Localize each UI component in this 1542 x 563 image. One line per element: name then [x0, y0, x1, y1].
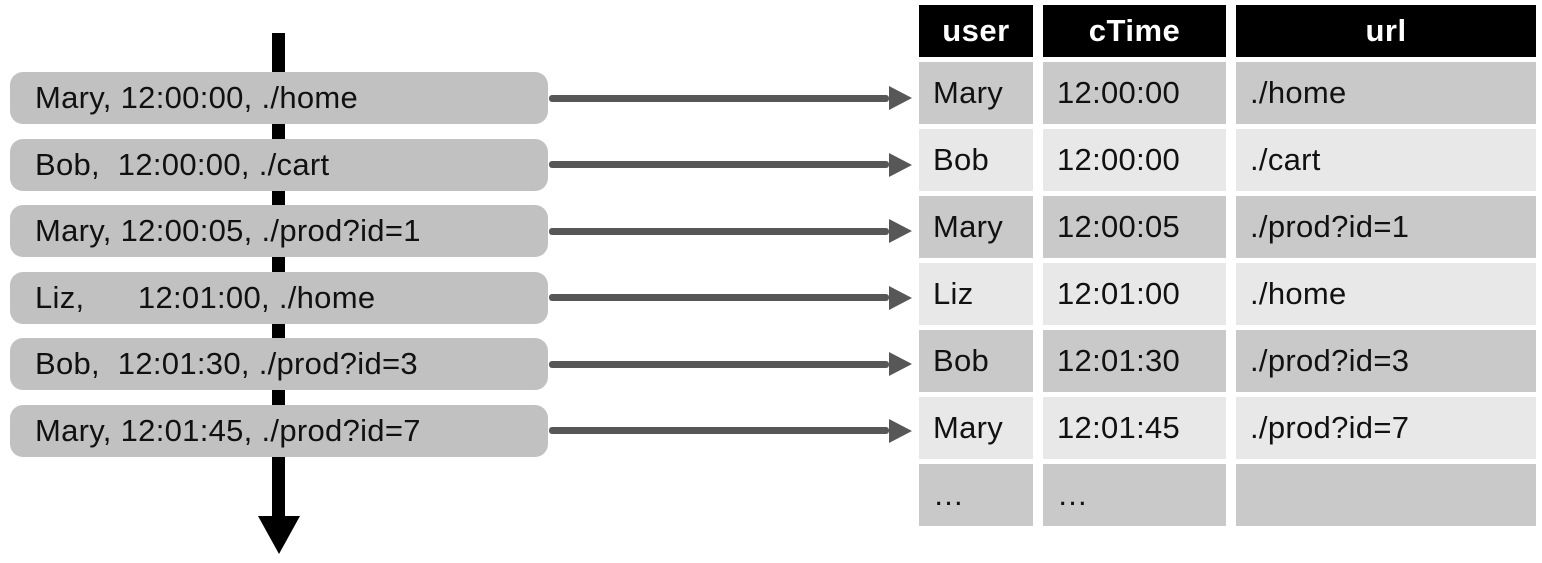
table-cell: 12:00:00	[1043, 129, 1226, 191]
event-box: Mary, 12:00:00, ./home	[10, 72, 548, 124]
table-cell: Mary	[919, 62, 1033, 124]
table-cell: Bob	[919, 330, 1033, 392]
table-cell: 12:01:30	[1043, 330, 1226, 392]
event-stream: Mary, 12:00:00, ./home Bob, 12:00:00, ./…	[10, 72, 548, 457]
arrow-shaft	[549, 161, 889, 169]
right-arrowhead-icon	[889, 219, 912, 244]
column-header-user: user	[919, 5, 1033, 57]
mapping-arrow	[549, 139, 912, 191]
event-label: Bob, 12:01:30, ./prod?id=3	[35, 346, 418, 382]
table-cell: Mary	[919, 196, 1033, 258]
arrow-shaft	[549, 360, 889, 368]
event-label: Liz, 12:01:00, ./home	[35, 279, 376, 315]
table-cell: ./prod?id=3	[1236, 330, 1536, 392]
table-cell: Mary	[919, 397, 1033, 459]
column-header-url: url	[1236, 5, 1536, 57]
arrow-shaft	[549, 94, 889, 102]
table-cell: Bob	[919, 129, 1033, 191]
event-box: Liz, 12:01:00, ./home	[10, 271, 548, 324]
event-box: Mary, 12:00:05, ./prod?id=1	[10, 205, 548, 258]
event-label: Mary, 12:00:00, ./home	[35, 80, 359, 115]
table-cell: 12:00:05	[1043, 196, 1226, 258]
event-box: Bob, 12:01:30, ./prod?id=3	[10, 338, 548, 391]
event-label: Bob, 12:00:00, ./cart	[35, 146, 330, 182]
mapping-arrow	[549, 338, 912, 390]
table-cell: …	[1043, 464, 1226, 526]
table-cell: ./home	[1236, 62, 1536, 124]
event-box: Bob, 12:00:00, ./cart	[10, 138, 548, 191]
right-arrowhead-icon	[889, 152, 912, 177]
event-label: Mary, 12:00:05, ./prod?id=1	[35, 213, 421, 249]
arrow-shaft	[549, 294, 889, 302]
right-arrowhead-icon	[889, 418, 912, 443]
event-box: Mary, 12:01:45, ./prod?id=7	[10, 404, 548, 457]
table-cell: 12:01:45	[1043, 397, 1226, 459]
mapping-arrow	[549, 405, 912, 457]
arrow-shaft	[549, 227, 889, 235]
table-cell: ./prod?id=7	[1236, 397, 1536, 459]
table-cell	[1236, 464, 1536, 526]
table-cell: Liz	[919, 263, 1033, 325]
table-cell: 12:01:00	[1043, 263, 1226, 325]
mapping-arrows	[549, 72, 912, 457]
table-cell: ./home	[1236, 263, 1536, 325]
arrow-shaft	[549, 427, 889, 435]
right-arrowhead-icon	[889, 86, 912, 110]
right-arrowhead-icon	[889, 352, 912, 377]
table-cell: ./cart	[1236, 129, 1536, 191]
mapping-arrow	[549, 72, 912, 124]
table-cell: …	[919, 464, 1033, 526]
mapping-arrow	[549, 205, 912, 257]
down-arrowhead-icon	[258, 516, 300, 554]
table-cell: ./prod?id=1	[1236, 196, 1536, 258]
right-arrowhead-icon	[889, 285, 912, 310]
event-label: Mary, 12:01:45, ./prod?id=7	[35, 412, 421, 448]
mapping-arrow	[549, 272, 912, 324]
column-header-ctime: cTime	[1043, 5, 1226, 57]
table-cell: 12:00:00	[1043, 62, 1226, 124]
